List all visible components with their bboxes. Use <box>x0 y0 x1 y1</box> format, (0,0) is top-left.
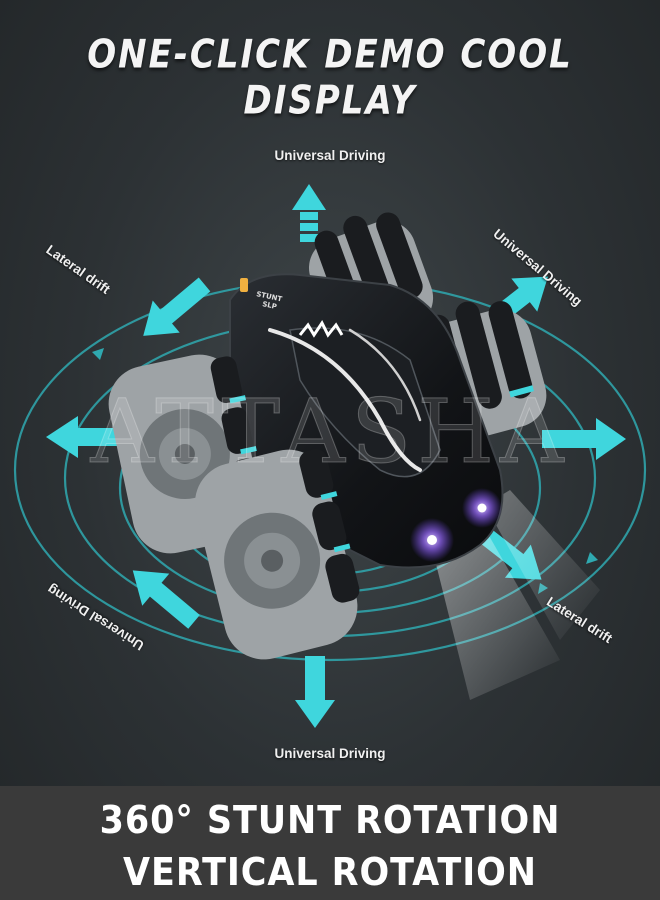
stunt-car-scene: STUNT SLP <box>13 184 647 728</box>
wheel-front-left <box>195 449 360 660</box>
antenna <box>240 278 248 292</box>
svg-text:SLP: SLP <box>262 300 278 311</box>
label-bottom-universal-driving: Universal Driving <box>274 746 386 761</box>
arrow-right <box>542 418 626 460</box>
banner-line-1: 360° STUNT ROTATION <box>99 798 561 842</box>
headline: ONE-CLICK DEMO COOL DISPLAY <box>87 32 573 124</box>
arrow-down-left <box>132 570 200 629</box>
arrow-down <box>295 656 335 728</box>
arrow-up-left <box>143 277 211 336</box>
headlight-beams <box>430 490 600 700</box>
label-top-universal-driving: Universal Driving <box>274 148 386 163</box>
stunt-car: STUNT SLP <box>108 212 547 660</box>
arrow-up <box>292 184 326 242</box>
banner-line-2: VERTICAL ROTATION <box>123 850 537 894</box>
bottom-banner <box>0 786 660 900</box>
